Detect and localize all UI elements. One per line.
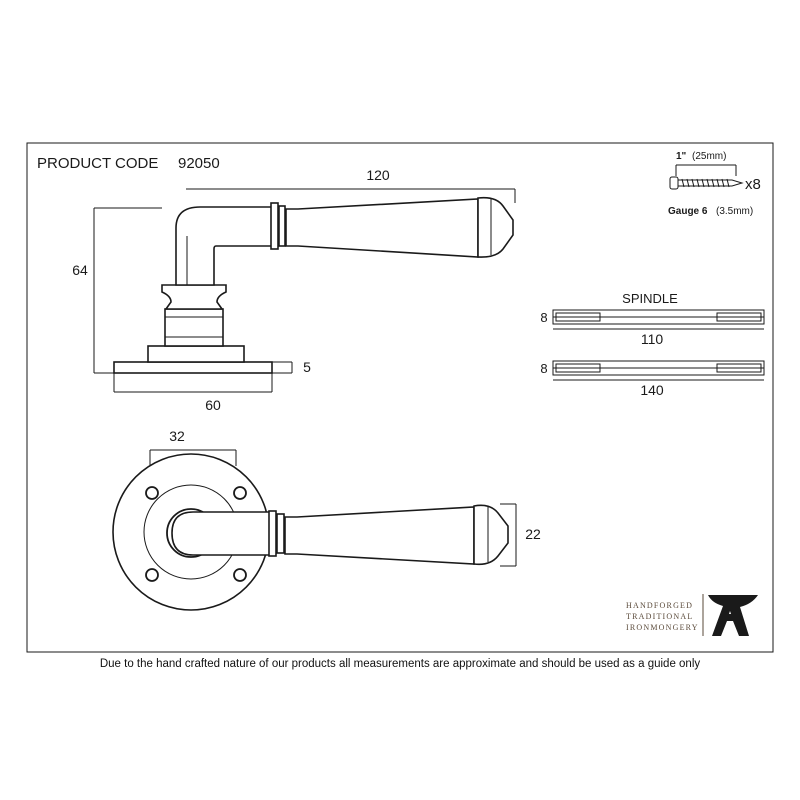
spindle-size: 8 (540, 361, 547, 376)
dim-rose-width-label: 60 (205, 397, 221, 413)
dim-height-label: 64 (72, 262, 88, 278)
lever-arm (285, 198, 479, 258)
screw-hole (233, 486, 247, 500)
screw-gauge-label: Gauge 6 (668, 206, 708, 217)
neck-collar (164, 308, 224, 347)
screw-hole (233, 568, 247, 582)
lever-end-cap (473, 504, 509, 566)
lever-ring (268, 510, 277, 557)
rose-base (147, 345, 245, 363)
neck-flare (161, 284, 227, 310)
screw-length-mm: (25mm) (692, 151, 726, 162)
screw-gauge-mm: (3.5mm) (716, 206, 753, 217)
screw-quantity: x8 (745, 176, 761, 193)
dim-offset-label: 32 (169, 428, 185, 444)
brand-line-3: IRONMONGERY (626, 623, 699, 632)
screw-hole (145, 568, 159, 582)
screw-length-label: 1" (676, 151, 687, 162)
brand-line-1: HANDFORGED (626, 601, 693, 610)
disclaimer-text: Due to the hand crafted nature of our pr… (99, 658, 701, 670)
lever-end-cap (477, 196, 514, 258)
lever-ring (278, 205, 286, 247)
spindle-140: 8 140 (540, 360, 765, 398)
lever-ring (276, 513, 285, 554)
front-view: 32 22 (112, 428, 541, 611)
side-view: 120 64 5 60 (72, 167, 516, 413)
drawing-frame (26, 142, 774, 653)
dim-lever-width-label: 22 (525, 526, 541, 542)
lever-elbow (175, 206, 273, 286)
screw-spec: 1" (25mm) x8 Gauge 6 (3.5mm) (668, 151, 761, 217)
brand-line-2: TRADITIONAL (626, 612, 693, 621)
spindle-length: 140 (640, 382, 664, 398)
spindle-title: SPINDLE (622, 291, 678, 306)
lever-arm (284, 506, 475, 565)
spindle-110: 8 110 (540, 309, 765, 347)
brand-logo: HANDFORGED TRADITIONAL IRONMONGERY (626, 594, 758, 636)
spindle-length: 110 (641, 331, 664, 347)
product-code-value: 92050 (178, 155, 220, 172)
anvil-icon (708, 595, 758, 636)
spindle-size: 8 (540, 310, 547, 325)
lever-ring (270, 202, 279, 250)
dim-thickness-label: 5 (303, 359, 311, 375)
spindle-spec: SPINDLE 8 110 8 140 (540, 291, 765, 398)
lever-base (171, 511, 271, 556)
dim-length-label: 120 (366, 167, 390, 183)
product-code-label: PRODUCT CODE (37, 155, 158, 172)
screw-icon (669, 176, 744, 190)
rose-plate (113, 361, 273, 374)
screw-hole (145, 486, 159, 500)
